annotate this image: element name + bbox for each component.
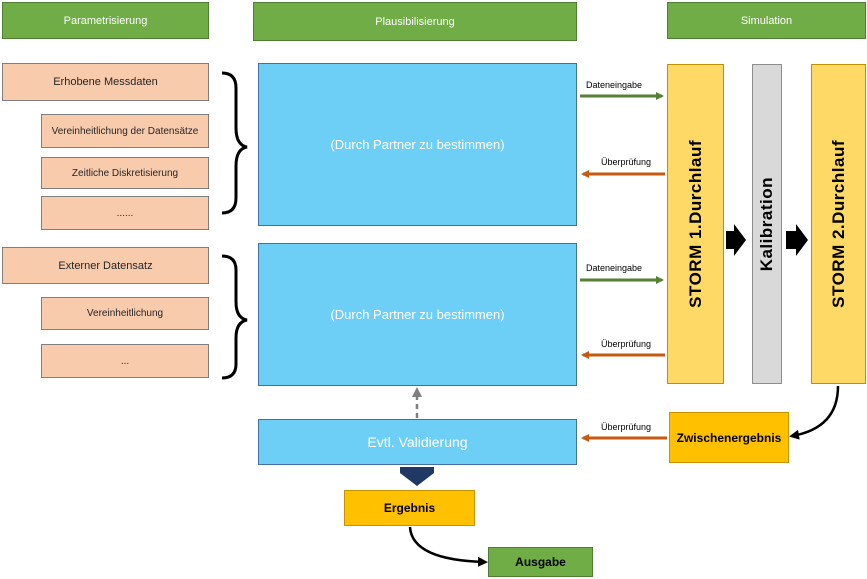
ausgabe-box: Ausgabe: [488, 547, 593, 577]
plausibilisierung-box-2: (Durch Partner zu bestimmen): [258, 243, 577, 386]
ueberpruefung-label-2: Überprüfung: [601, 339, 652, 349]
validierung-to-ergebnis-arrow: [400, 467, 434, 486]
group2-item: ...: [41, 344, 209, 378]
plausibilisierung-box-1: (Durch Partner zu bestimmen): [258, 63, 577, 226]
brace-1: [221, 71, 248, 215]
storm-1-durchlauf-box: STORM 1.Durchlauf: [667, 64, 724, 384]
zwischenergebnis-box: Zwischenergebnis: [669, 412, 789, 463]
header-parametrisierung: Parametrisierung: [2, 2, 209, 39]
group1-item: Vereinheitlichung der Datensätze: [41, 114, 209, 148]
externer-datensatz-box: Externer Datensatz: [2, 247, 209, 284]
storm2-to-zwischenergebnis-arrow: [789, 385, 840, 440]
dateneingabe-label-1: Dateneingabe: [586, 80, 643, 90]
header-plausibilisierung: Plausibilisierung: [253, 2, 577, 41]
group1-item: ......: [41, 196, 209, 230]
ueberpruefung-label-3: Überprüfung: [601, 422, 652, 432]
block-arrow-2: [786, 224, 808, 256]
ergebnis-to-ausgabe-arrow: [408, 526, 488, 567]
erhobene-messdaten-box: Erhobene Messdaten: [2, 63, 209, 101]
dateneingabe-label-2: Dateneingabe: [586, 263, 643, 273]
ergebnis-box: Ergebnis: [344, 490, 475, 526]
kalibration-box: Kalibration: [752, 64, 782, 384]
validierung-box: Evtl. Validierung: [258, 419, 577, 465]
header-simulation: Simulation: [667, 2, 866, 39]
ueberpruefung-label-1: Überprüfung: [601, 157, 652, 167]
group2-item: Vereinheitlichung: [41, 297, 209, 330]
storm-2-durchlauf-box: STORM 2.Durchlauf: [811, 64, 866, 384]
brace-2: [221, 254, 248, 380]
group1-item: Zeitliche Diskretisierung: [41, 157, 209, 189]
block-arrow-1: [726, 224, 746, 256]
